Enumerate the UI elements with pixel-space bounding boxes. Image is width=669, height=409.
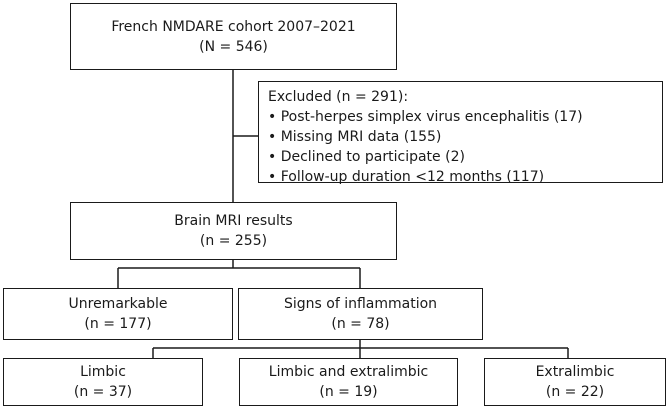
cohort-box: French NMDARE cohort 2007–2021 (N = 546) [70, 3, 397, 70]
cohort-title: French NMDARE cohort 2007–2021 [111, 18, 356, 35]
limbic-extralimbic-box: Limbic and extralimbic (n = 19) [239, 358, 458, 406]
excluded-item: • Declined to participate (2) [268, 149, 465, 165]
excluded-title: Excluded (n = 291): [268, 89, 409, 105]
extralimbic-box: Extralimbic (n = 22) [484, 358, 666, 406]
extralimbic-title: Extralimbic [535, 364, 615, 380]
extralimbic-count: (n = 22) [545, 384, 605, 400]
inflammation-count: (n = 78) [331, 316, 390, 332]
limbic-box: Limbic (n = 37) [3, 358, 203, 406]
inflammation-box: Signs of inflammation (n = 78) [238, 288, 483, 340]
mri-results-title: Brain MRI results [174, 213, 293, 229]
limbic-title: Limbic [80, 364, 126, 380]
unremarkable-title: Unremarkable [68, 296, 168, 312]
limbic-extralimbic-title: Limbic and extralimbic [268, 364, 429, 380]
limbic-extralimbic-count: (n = 19) [319, 384, 378, 400]
unremarkable-count: (n = 177) [84, 316, 152, 332]
excluded-item: • Missing MRI data (155) [268, 129, 442, 145]
mri-results-count: (n = 255) [199, 233, 268, 249]
inflammation-title: Signs of inflammation [283, 296, 438, 312]
unremarkable-box: Unremarkable (n = 177) [3, 288, 233, 340]
excluded-item: • Post-herpes simplex virus encephalitis… [268, 109, 583, 125]
limbic-count: (n = 37) [73, 384, 133, 400]
excluded-item: • Follow-up duration <12 months (117) [268, 169, 545, 185]
mri-results-box: Brain MRI results (n = 255) [70, 202, 397, 260]
cohort-count: (N = 546) [199, 38, 268, 55]
excluded-box: Excluded (n = 291): • Post-herpes simple… [258, 81, 663, 185]
